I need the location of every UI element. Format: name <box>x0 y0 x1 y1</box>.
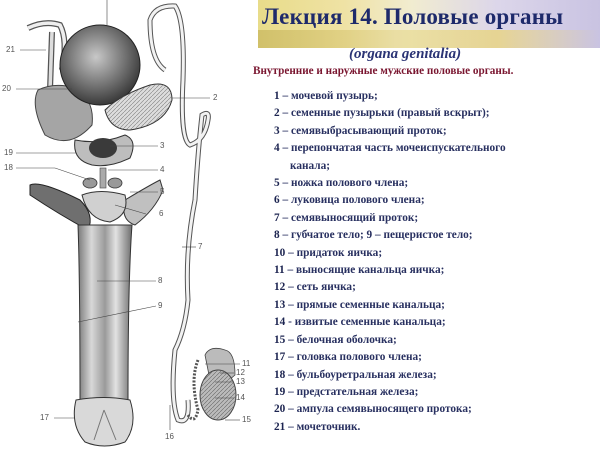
legend-item: 19 – предстательная железа; <box>274 385 419 398</box>
figure-label-7: 7 <box>198 242 203 251</box>
legend-item: 4 – перепончатая часть мочеиспускательно… <box>274 142 506 155</box>
figure-label-20: 20 <box>2 84 11 93</box>
anatomy-illustration: 21 20 2 19 3 18 4 5 6 7 8 9 11 12 13 14 … <box>0 0 260 450</box>
page-title: Лекция 14. Половые органы <box>262 4 564 29</box>
legend-item: 20 – ампула семявыносящего протока; <box>274 403 472 416</box>
legend-item: 8 – губчатое тело; 9 – пещеристое тело; <box>274 229 473 242</box>
figure-label-12: 12 <box>236 368 245 377</box>
figure-label-17: 17 <box>40 413 49 422</box>
page-subtitle: (organa genitalia) <box>349 46 462 62</box>
figure-label-21: 21 <box>6 45 15 54</box>
title-banner <box>258 0 600 48</box>
figure-label-18: 18 <box>4 163 13 172</box>
legend-item: 18 – бульбоуретральная железа; <box>274 368 437 381</box>
figure-label-6: 6 <box>159 209 164 218</box>
legend-item: 12 – сеть яичка; <box>274 281 356 294</box>
legend-item: 2 – семенные пузырьки (правый вскрыт); <box>274 107 490 120</box>
figure-description: Внутренние и наружные мужские половые ор… <box>253 65 514 77</box>
legend-item: 7 – семявыносящий проток; <box>274 211 419 224</box>
figure-label-2: 2 <box>213 93 218 102</box>
legend-item-continuation: канала; <box>290 159 330 172</box>
figure-label-16: 16 <box>165 432 174 441</box>
figure-label-11: 11 <box>242 359 251 368</box>
legend-item: 10 – придаток яичка; <box>274 246 383 259</box>
figure-label-14: 14 <box>236 393 245 402</box>
legend-item: 5 – ножка полового члена; <box>274 177 409 190</box>
legend-item: 17 – головка полового члена; <box>274 351 422 364</box>
legend-item: 14 - извитые семенные канальца; <box>274 316 446 329</box>
legend-item: 13 – прямые семенные канальца; <box>274 298 445 311</box>
legend-item: 1 – мочевой пузырь; <box>274 90 378 102</box>
legend-item: 15 – белочная оболочка; <box>274 333 397 346</box>
figure-label-15: 15 <box>242 415 251 424</box>
legend-item: 6 – луковица полового члена; <box>274 194 425 207</box>
anatomy-drawing <box>16 0 240 447</box>
figure-label-19: 19 <box>4 148 13 157</box>
figure-label-9: 9 <box>158 301 163 310</box>
legend-list: 1 – мочевой пузырь; 2 – семенные пузырьк… <box>274 88 506 436</box>
legend-item: 3 – семявыбрасывающий проток; <box>274 124 447 137</box>
figure-label-3: 3 <box>160 141 165 150</box>
legend-item: 11 – выносящие канальца яичка; <box>274 264 445 277</box>
figure-label-5: 5 <box>160 187 165 196</box>
figure-label-4: 4 <box>160 165 165 174</box>
legend-item: 21 – мочеточник. <box>274 420 361 433</box>
figure-label-8: 8 <box>158 276 163 285</box>
figure-label-13: 13 <box>236 377 245 386</box>
